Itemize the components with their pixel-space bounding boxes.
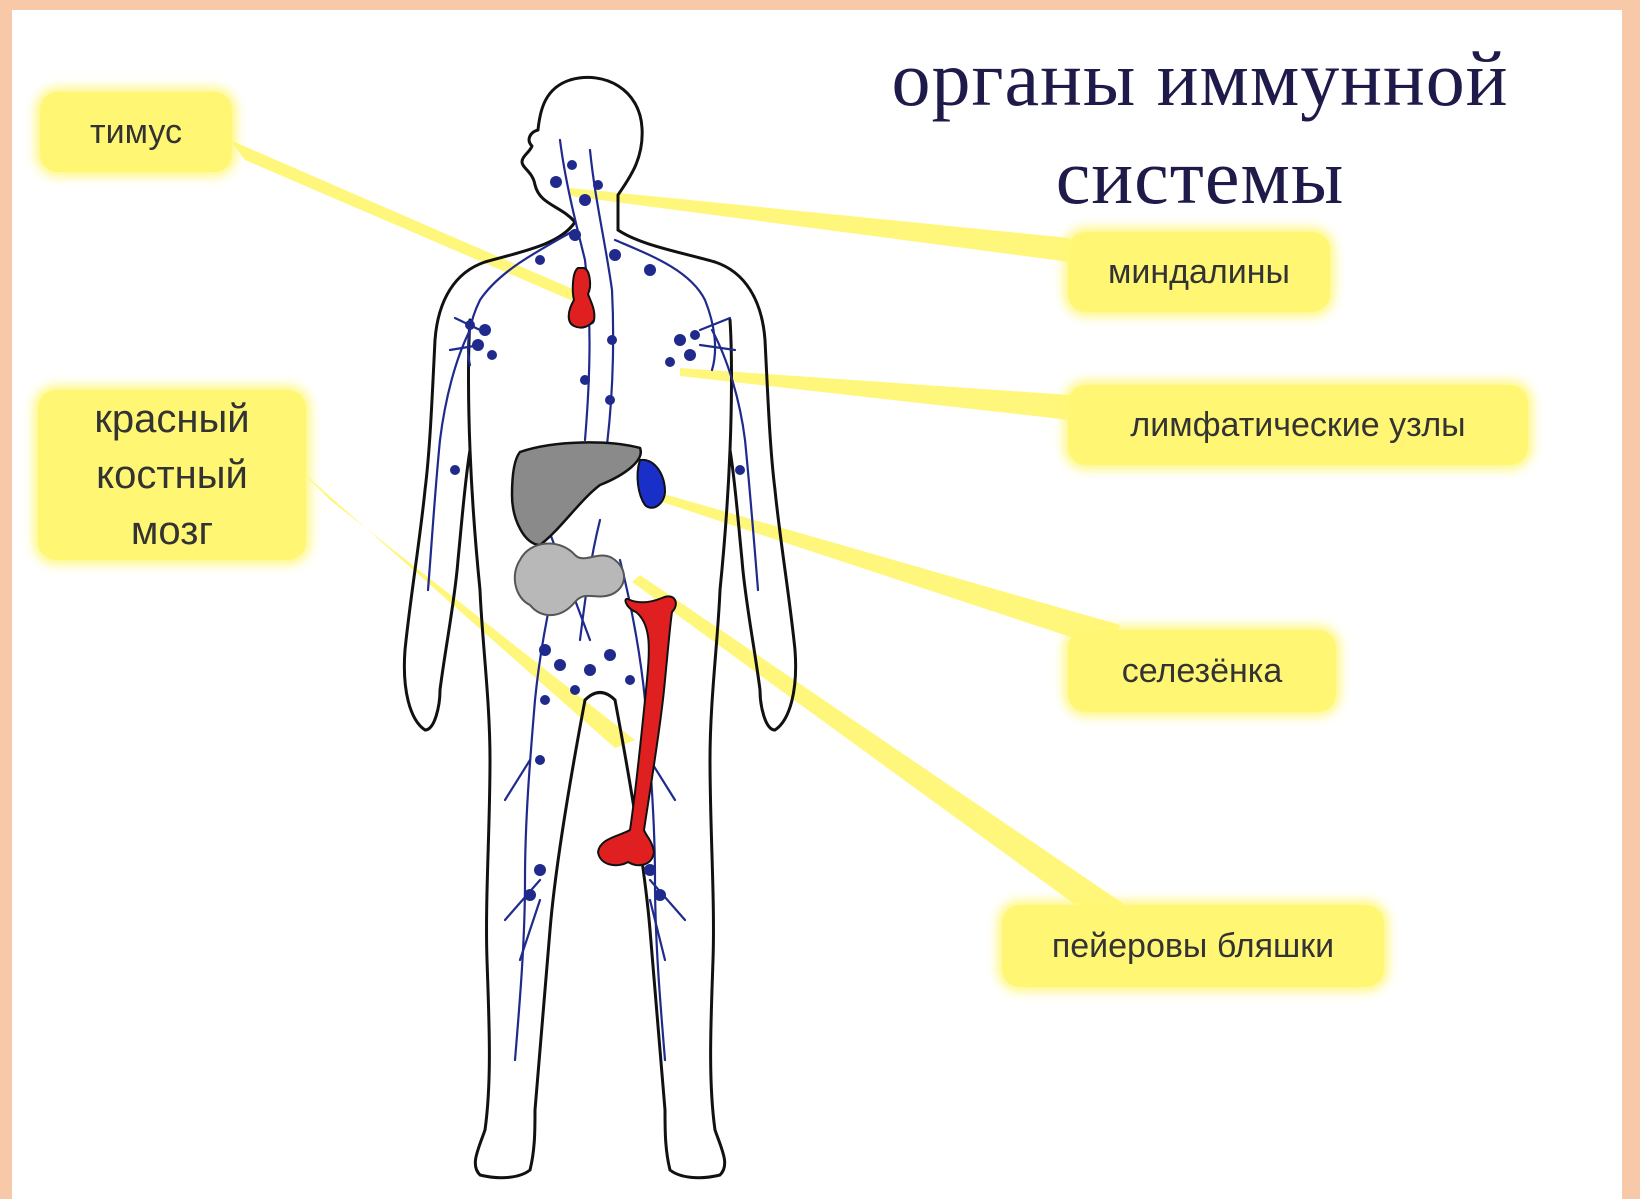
label-peyer-patches-text: пейеровы бляшки [1052, 927, 1334, 966]
label-lymph-nodes-text: лимфатические узлы [1130, 406, 1465, 445]
intestine-organ [515, 544, 624, 616]
spleen-organ [638, 460, 665, 508]
label-spleen: селезёнка [1068, 630, 1336, 712]
label-tonsils-text: миндалины [1108, 253, 1290, 292]
label-spleen-text: селезёнка [1122, 652, 1283, 691]
head-outline [522, 77, 642, 230]
lymph-vessels [428, 140, 758, 1060]
torso-left-outline [404, 222, 585, 1178]
liver-organ [512, 442, 641, 545]
thymus-organ [569, 268, 595, 328]
crotch-outline [585, 693, 615, 701]
label-bone-marrow: красный костный мозг [38, 390, 306, 560]
label-thymus-text: тимус [90, 113, 182, 152]
leader-lymph-nodes [680, 368, 1070, 420]
title-line-1: органы иммунной [820, 30, 1580, 128]
diagram-title: органы иммунной системы [820, 30, 1580, 226]
label-bone-marrow-line-3: мозг [131, 503, 213, 559]
leader-thymus [230, 140, 582, 305]
label-tonsils: миндалины [1068, 232, 1330, 312]
label-bone-marrow-line-2: костный [96, 447, 248, 503]
label-peyer-patches: пейеровы бляшки [1002, 905, 1384, 987]
title-line-2: системы [820, 128, 1580, 226]
right-arm-inner [730, 320, 732, 450]
label-bone-marrow-line-1: красный [94, 391, 249, 447]
leader-lines [230, 140, 1140, 930]
label-thymus: тимус [40, 92, 232, 172]
label-lymph-nodes: лимфатические узлы [1068, 385, 1528, 465]
